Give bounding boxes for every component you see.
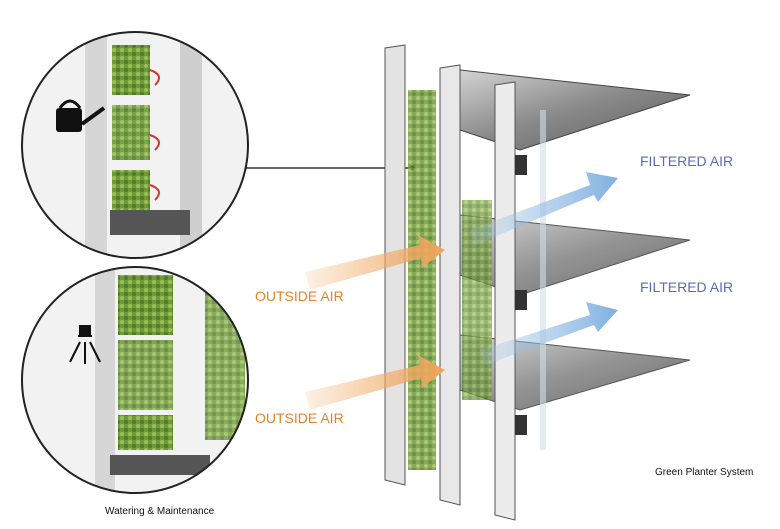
outside-air-arrow-top	[305, 235, 445, 290]
watering-can-icon	[56, 99, 106, 132]
system-caption: Green Planter System	[655, 467, 753, 478]
filtered-air-label: FILTERED AIR	[640, 153, 733, 169]
filtered-air-arrow-bottom	[480, 302, 618, 365]
detail-circle-watering	[21, 31, 249, 259]
filtered-air-arrow-top	[470, 172, 618, 245]
detail-caption: Watering & Maintenance	[105, 506, 215, 517]
outside-air-label: OUTSIDE AIR	[255, 410, 344, 426]
outside-air-label: OUTSIDE AIR	[255, 288, 344, 304]
filtered-air-label: FILTERED AIR	[640, 279, 733, 295]
outside-air-arrow-bottom	[305, 355, 445, 410]
detail-circle-maintenance	[21, 266, 249, 494]
sprinkler-icon	[69, 325, 101, 364]
